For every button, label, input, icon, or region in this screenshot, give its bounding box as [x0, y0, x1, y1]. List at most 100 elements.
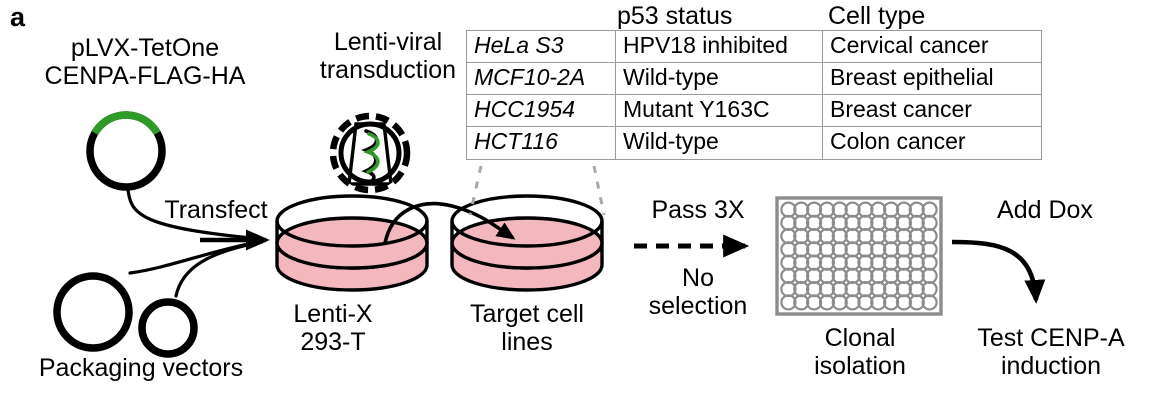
no-selection-label: No selection	[630, 264, 766, 320]
transduction-arc-arrow	[383, 201, 516, 244]
plate-well	[844, 201, 861, 218]
plate-well	[805, 254, 823, 271]
plate-well	[818, 281, 836, 298]
plate-well	[895, 267, 913, 285]
plate-well	[805, 294, 823, 311]
plate-well	[793, 201, 810, 218]
plate-well	[857, 228, 874, 245]
cell-line-name: MCF10-2A	[466, 62, 616, 96]
plate-well	[857, 254, 874, 271]
plate-well	[882, 241, 900, 258]
plate-well	[921, 294, 938, 311]
plate-well	[818, 228, 836, 245]
plate-well	[831, 214, 848, 232]
plate-well	[780, 281, 797, 298]
table-leader-lines	[468, 165, 606, 216]
cell-line-name: HCT116	[466, 126, 616, 160]
plate-well	[780, 294, 797, 311]
plate-well	[844, 214, 861, 232]
cell-line-table: HeLa S3 HPV18 inhibited Cervical cancer …	[466, 29, 1042, 160]
plate-well	[831, 228, 848, 245]
cell-line-name: HCC1954	[466, 94, 616, 128]
plate-well	[908, 267, 925, 285]
plasmid-label: pLVX-TetOne CENPA-FLAG-HA	[36, 34, 254, 90]
plate-well	[818, 214, 836, 232]
plate-well	[793, 281, 810, 298]
pass-3x-label: Pass 3X	[651, 196, 745, 224]
plate-well	[805, 201, 823, 218]
target-cell-lines-dish	[450, 194, 604, 292]
cell-line-name: HeLa S3	[466, 29, 616, 64]
plate-well	[921, 214, 938, 232]
96-well-plate-icon	[775, 196, 943, 316]
cell-line-p53: Wild-type	[615, 126, 823, 160]
plate-well	[805, 267, 823, 285]
plate-well	[870, 281, 887, 298]
plate-well	[921, 201, 938, 218]
cell-line-type: Breast cancer	[822, 94, 1042, 128]
plate-well	[870, 254, 887, 271]
plate-well	[882, 254, 900, 271]
table-row: HCC1954 Mutant Y163C Breast cancer	[466, 94, 1042, 128]
plate-well	[793, 214, 810, 232]
lentiviral-transduction-label: Lenti-viral transduction	[300, 28, 476, 84]
cell-line-table-body: HeLa S3 HPV18 inhibited Cervical cancer …	[466, 29, 1042, 160]
plate-well	[818, 267, 836, 285]
add-dox-arrow	[951, 239, 1046, 304]
plate-well	[780, 214, 797, 232]
cell-line-p53: HPV18 inhibited	[615, 29, 823, 64]
lentiviral-label-line1: Lenti-viral	[333, 28, 443, 56]
plate-well	[857, 294, 874, 311]
test-cenpa-induction-label: Test CENP-A induction	[962, 324, 1140, 380]
plate-well	[882, 281, 900, 298]
plate-well	[870, 267, 887, 285]
plate-well	[844, 281, 861, 298]
plate-well	[857, 281, 874, 298]
table-header-p53-status: p53 status	[617, 2, 733, 30]
lentivirus-particle-icon	[329, 112, 411, 194]
plate-well	[805, 281, 823, 298]
plate-well	[818, 294, 836, 311]
cell-line-p53: Wild-type	[615, 62, 823, 96]
plate-well	[780, 254, 797, 271]
table-header-cell-type: Cell type	[828, 2, 926, 30]
plate-well	[818, 201, 836, 218]
lentiviral-label-line2: transduction	[319, 56, 457, 84]
plate-well	[882, 267, 900, 285]
plate-well	[844, 241, 861, 258]
plate-well	[857, 241, 874, 258]
cell-line-type: Colon cancer	[822, 126, 1042, 160]
plate-well	[780, 241, 797, 258]
plate-well	[908, 241, 925, 258]
plate-well	[895, 214, 913, 232]
plate-well	[793, 254, 810, 271]
no-selection-line2: selection	[648, 292, 748, 320]
plate-well	[805, 241, 823, 258]
plate-well	[793, 294, 810, 311]
transfect-label: Transfect	[164, 196, 268, 224]
plate-well	[921, 228, 938, 245]
target-label-line2: lines	[501, 328, 553, 356]
plate-well	[908, 294, 925, 311]
packaging-vectors-label: Packaging vectors	[38, 354, 244, 382]
plate-well	[857, 201, 874, 218]
plate-well	[831, 201, 848, 218]
add-dox-label: Add Dox	[997, 196, 1093, 224]
plasmid-label-line1: pLVX-TetOne	[70, 34, 220, 62]
plasmid-label-line2: CENPA-FLAG-HA	[44, 62, 246, 90]
plate-well	[844, 228, 861, 245]
test-line1: Test CENP-A	[977, 324, 1125, 352]
plate-well	[921, 254, 938, 271]
plate-well	[818, 241, 836, 258]
plate-well	[895, 228, 913, 245]
plate-well	[921, 241, 938, 258]
plate-well	[831, 294, 848, 311]
plate-well	[908, 214, 925, 232]
plate-well	[908, 254, 925, 271]
clonal-line1: Clonal	[824, 324, 896, 352]
plate-well	[805, 214, 823, 232]
lentix-label-line2: 293-T	[300, 328, 366, 356]
lentix-dish-label: Lenti-X 293-T	[268, 300, 398, 356]
plate-well	[870, 214, 887, 232]
